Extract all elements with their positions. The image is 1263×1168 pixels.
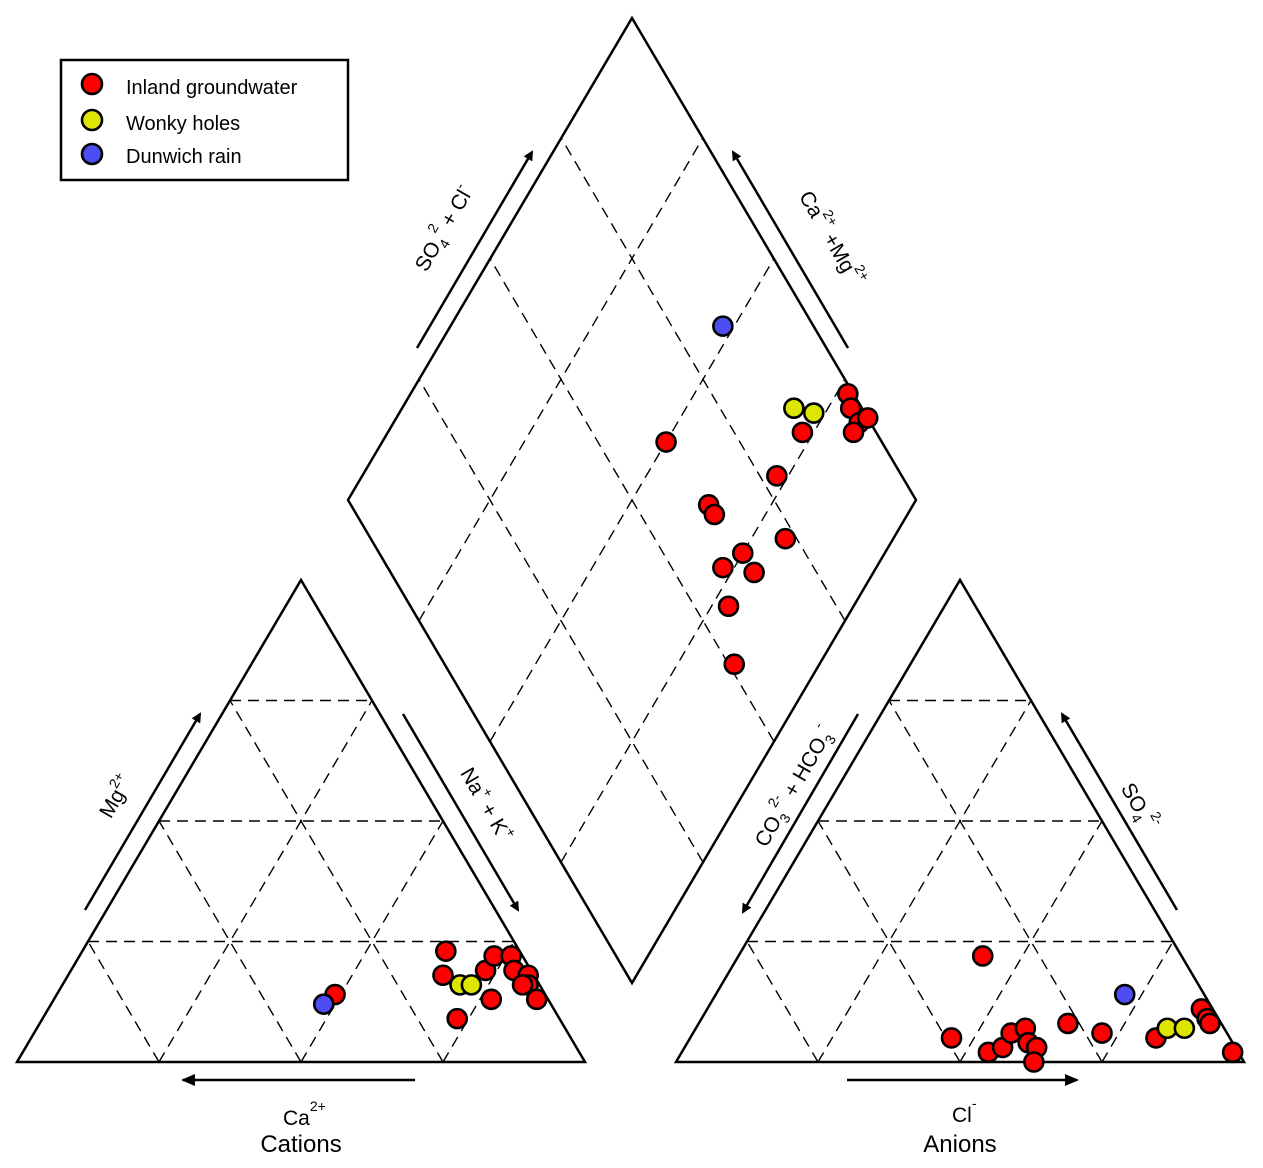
anion-point-wonky-holes — [1173, 1017, 1196, 1040]
diamond-point-inland-groundwater — [712, 556, 734, 579]
anion-grid-line — [888, 700, 1103, 1063]
so4-cl-axis-arrow — [415, 150, 534, 349]
diamond-point-inland-groundwater — [774, 527, 797, 550]
mg-axis-arrow — [83, 712, 202, 911]
legend-marker-inland-groundwater — [80, 72, 104, 96]
legend-marker-wonky-holes — [80, 108, 104, 132]
diamond-point-inland-groundwater — [743, 561, 765, 584]
diamond-point-dunwich-rain — [712, 315, 734, 337]
diamond-frame — [346, 15, 918, 986]
anion-triangle-frame — [673, 577, 1247, 1064]
nak-axis-arrow — [401, 713, 520, 912]
diamond-point-inland-groundwater — [703, 503, 726, 526]
data-points — [312, 315, 1244, 1073]
anion-point-inland-groundwater — [1023, 1051, 1045, 1073]
diamond-point-inland-groundwater — [723, 653, 746, 676]
anion-grid-line — [817, 700, 1032, 1063]
anion-point-inland-groundwater — [1091, 1022, 1113, 1044]
cation-triangle-frame — [14, 577, 588, 1064]
anion-grid-line — [817, 820, 961, 1063]
diamond-point-inland-groundwater — [655, 431, 677, 453]
cation-grid-line — [300, 820, 444, 1063]
anion-point-inland-groundwater — [940, 1027, 963, 1049]
co3-hco3-axis-label: CO32- + HCO3- — [745, 719, 842, 853]
anion-point-inland-groundwater — [1199, 1012, 1221, 1035]
diamond-point-inland-groundwater — [731, 542, 754, 564]
legend-marker-dunwich-rain — [80, 142, 104, 166]
cation-grid-line — [158, 700, 373, 1063]
cation-grid-line — [229, 700, 444, 1063]
diamond-point-wonky-holes — [783, 397, 805, 420]
cation-point-inland-groundwater — [511, 974, 534, 996]
anion-point-dunwich-rain — [1113, 983, 1136, 1006]
cl-axis-label: Cl- — [952, 1095, 977, 1127]
legend-box — [59, 58, 350, 182]
anion-grid-line — [746, 941, 819, 1063]
legend-label-dunwich-rain: Dunwich rain — [126, 146, 242, 168]
cation-grid-line — [158, 820, 302, 1063]
cation-point-inland-groundwater — [525, 988, 548, 1011]
anion-point-inland-groundwater — [971, 945, 994, 967]
legend-label-inland-groundwater: Inland groundwater — [126, 77, 298, 99]
cation-point-inland-groundwater — [446, 1007, 469, 1030]
ca-axis-label: Ca2+ — [283, 1098, 326, 1130]
cation-point-wonky-holes — [460, 974, 483, 996]
diamond-point-wonky-holes — [802, 402, 825, 424]
diamond-grid-line — [560, 137, 846, 622]
cation-point-dunwich-rain — [312, 993, 335, 1015]
anion-point-inland-groundwater — [1057, 1012, 1079, 1035]
diamond-point-inland-groundwater — [717, 595, 740, 618]
diamond-point-inland-groundwater — [842, 421, 865, 444]
so4-cl-axis-label: SO42 + Cl- — [405, 178, 482, 277]
cation-point-inland-groundwater — [432, 964, 454, 987]
cations-title: Cations — [260, 1131, 341, 1158]
diamond-grid-line — [418, 137, 704, 622]
co3-hco3-axis-arrow — [741, 713, 860, 914]
legend-label-wonky-holes: Wonky holes — [126, 113, 240, 135]
diamond-point-inland-groundwater — [791, 421, 814, 444]
ca-mg-axis-arrow — [731, 150, 850, 349]
anion-grid-line — [959, 820, 1103, 1063]
diamond-grid-line — [418, 378, 704, 863]
mg-axis-label: Mg2+ — [91, 769, 138, 822]
grid-lines — [87, 137, 1174, 1063]
anion-grid-line — [1101, 941, 1174, 1063]
cation-point-inland-groundwater — [435, 940, 457, 962]
cation-grid-line — [87, 941, 160, 1063]
anions-title: Anions — [923, 1131, 996, 1158]
legend: Inland groundwater Wonky holes Dunwich r… — [59, 58, 350, 182]
diamond-grid-line — [560, 378, 846, 863]
cation-point-inland-groundwater — [480, 988, 503, 1011]
anion-point-inland-groundwater — [1221, 1041, 1244, 1064]
diamond-point-inland-groundwater — [856, 407, 879, 429]
diamond-point-inland-groundwater — [766, 465, 788, 487]
so4-axis-arrow — [1060, 712, 1179, 911]
